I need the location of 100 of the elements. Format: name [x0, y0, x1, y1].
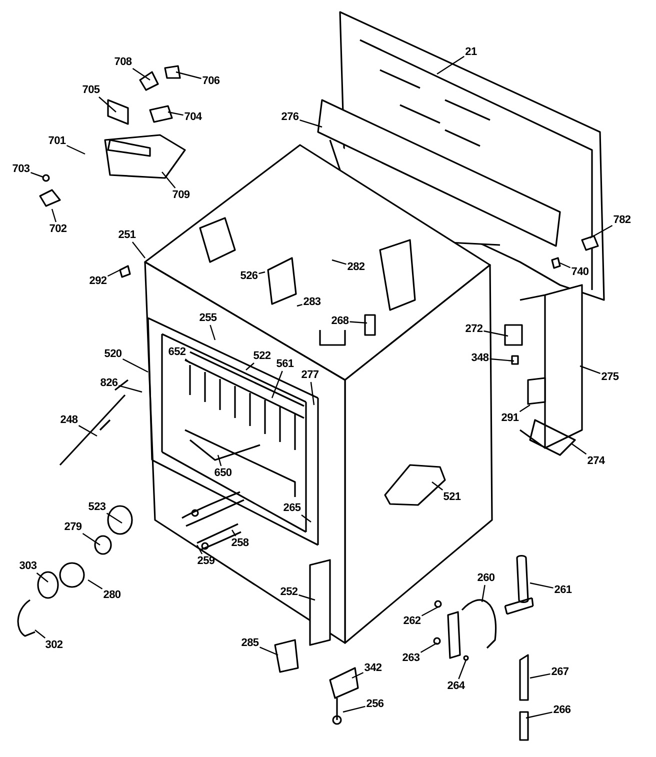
leader-line — [352, 672, 364, 679]
callout-number: 251 — [118, 229, 136, 241]
callout-number: 706 — [202, 75, 220, 87]
callout-number: 258 — [231, 537, 249, 549]
leader-line — [78, 425, 98, 437]
callout-number: 277 — [301, 369, 319, 381]
leader-line — [432, 482, 444, 490]
callout-number: 740 — [571, 266, 589, 278]
callout-number: 282 — [347, 261, 365, 273]
leader-line — [300, 119, 322, 128]
callout-number: 267 — [551, 666, 569, 678]
leader-line — [332, 259, 346, 265]
leader-line — [526, 712, 552, 719]
leader-line — [490, 358, 514, 362]
leader-line — [301, 514, 312, 522]
leader-line — [310, 382, 315, 406]
callout-number: 264 — [447, 680, 465, 692]
leader-line — [519, 404, 530, 412]
leader-line — [246, 362, 254, 370]
leader-line — [481, 584, 486, 602]
leader-line — [82, 532, 100, 546]
leader-line — [162, 172, 176, 188]
callout-number: 705 — [82, 84, 100, 96]
leader-line — [530, 582, 554, 589]
leader-line — [298, 594, 316, 601]
callout-number: 782 — [613, 214, 631, 226]
callout-number: 704 — [184, 111, 202, 123]
leader-line — [271, 370, 283, 398]
leader-line — [572, 444, 587, 455]
leader-line — [231, 530, 236, 536]
leader-line — [436, 56, 464, 74]
leader-line — [168, 111, 184, 116]
callout-number: 248 — [60, 414, 78, 426]
callout-number: 266 — [553, 704, 571, 716]
callout-number: 260 — [477, 572, 495, 584]
callout-number: 262 — [403, 615, 421, 627]
callout-number: 292 — [89, 275, 107, 287]
callout-number: 285 — [241, 637, 259, 649]
callout-number: 274 — [587, 455, 605, 467]
callout-number: 701 — [48, 135, 66, 147]
leader-line — [580, 365, 600, 374]
leader-line — [118, 385, 142, 393]
callout-number: 522 — [253, 350, 271, 362]
callout-number: 261 — [554, 584, 572, 596]
leader-line — [342, 706, 366, 713]
leader-line — [98, 96, 116, 112]
callout-number: 252 — [280, 586, 298, 598]
leader-line — [106, 512, 122, 524]
leader-line — [530, 673, 550, 679]
leader-line — [36, 572, 48, 582]
callout-number: 561 — [276, 358, 294, 370]
callout-number: 303 — [19, 560, 37, 572]
callout-number: 523 — [88, 501, 106, 513]
callout-number: 268 — [331, 315, 349, 327]
leader-line — [420, 642, 438, 653]
leader-line — [51, 208, 56, 222]
callout-number: 520 — [104, 348, 122, 360]
leader-line — [107, 267, 124, 277]
callout-number: 256 — [366, 698, 384, 710]
callout-number: 826 — [100, 377, 118, 389]
leader-line — [88, 580, 103, 590]
callout-number: 265 — [283, 502, 301, 514]
leader-line — [259, 646, 278, 656]
leader-line — [196, 544, 203, 554]
leader-line — [30, 172, 44, 178]
callout-number: 703 — [12, 163, 30, 175]
leader-line — [484, 330, 508, 337]
leader-line — [66, 144, 86, 155]
callout-number: 302 — [45, 639, 63, 651]
leader-line — [296, 304, 302, 307]
leader-line — [122, 358, 148, 373]
leader-line — [132, 242, 146, 258]
callout-number: 280 — [103, 589, 121, 601]
callout-number: 521 — [443, 491, 461, 503]
callout-number: 283 — [303, 296, 321, 308]
leader-line — [184, 358, 190, 364]
callout-number: 21 — [465, 46, 477, 58]
callout-number: 650 — [214, 467, 232, 479]
leader-line — [458, 660, 467, 680]
callout-number: 291 — [501, 412, 519, 424]
callout-number: 263 — [402, 652, 420, 664]
callout-number: 276 — [281, 111, 299, 123]
callout-number: 709 — [172, 189, 190, 201]
leader-line — [132, 68, 150, 80]
leader-line — [421, 606, 438, 616]
callout-number: 348 — [471, 352, 489, 364]
callout-number: 279 — [64, 521, 82, 533]
leader-line — [590, 224, 613, 239]
callout-number: 652 — [168, 346, 186, 358]
callout-number: 342 — [364, 662, 382, 674]
callout-number: 702 — [49, 223, 67, 235]
leader-line — [258, 271, 266, 274]
callout-number: 526 — [240, 270, 258, 282]
callout-number: 272 — [465, 323, 483, 335]
leader-line — [176, 71, 202, 80]
leader-line — [350, 321, 368, 324]
leader-line — [560, 262, 571, 268]
callout-number: 255 — [199, 312, 217, 324]
leader-line — [34, 630, 46, 638]
callout-number: 708 — [114, 56, 132, 68]
